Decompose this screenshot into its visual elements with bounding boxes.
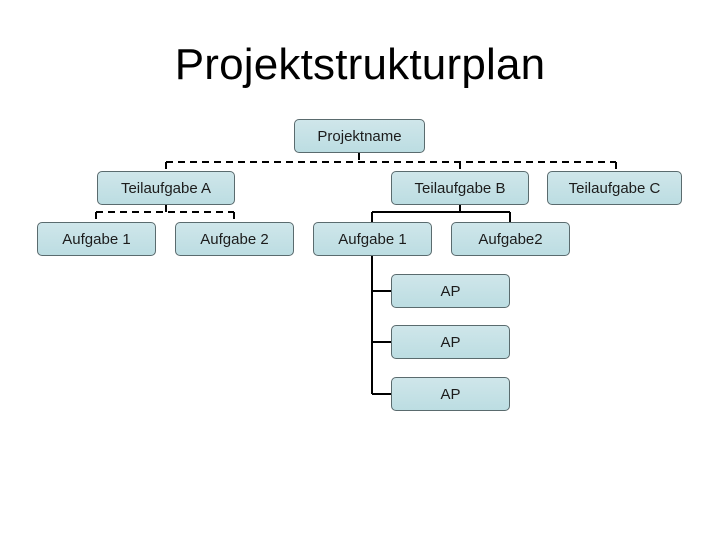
- node-subtask-a: Teilaufgabe A: [97, 171, 235, 205]
- node-subtask-b: Teilaufgabe B: [391, 171, 529, 205]
- node-subtask-c: Teilaufgabe C: [547, 171, 682, 205]
- slide-title: Projektstrukturplan: [174, 40, 546, 89]
- node-task-b1: Aufgabe 1: [313, 222, 432, 256]
- root-connectors: [165, 153, 617, 171]
- node-task-a2: Aufgabe 2: [175, 222, 294, 256]
- subtask-a-connectors: [95, 205, 235, 222]
- node-task-a1: Aufgabe 1: [37, 222, 156, 256]
- node-work-package-2: AP: [391, 325, 510, 359]
- work-package-connectors: [371, 256, 391, 395]
- node-task-b2: Aufgabe2: [451, 222, 570, 256]
- node-work-package-1: AP: [391, 274, 510, 308]
- subtask-b-connectors: [371, 205, 511, 222]
- node-work-package-3: AP: [391, 377, 510, 411]
- node-project-root: Projektname: [294, 119, 425, 153]
